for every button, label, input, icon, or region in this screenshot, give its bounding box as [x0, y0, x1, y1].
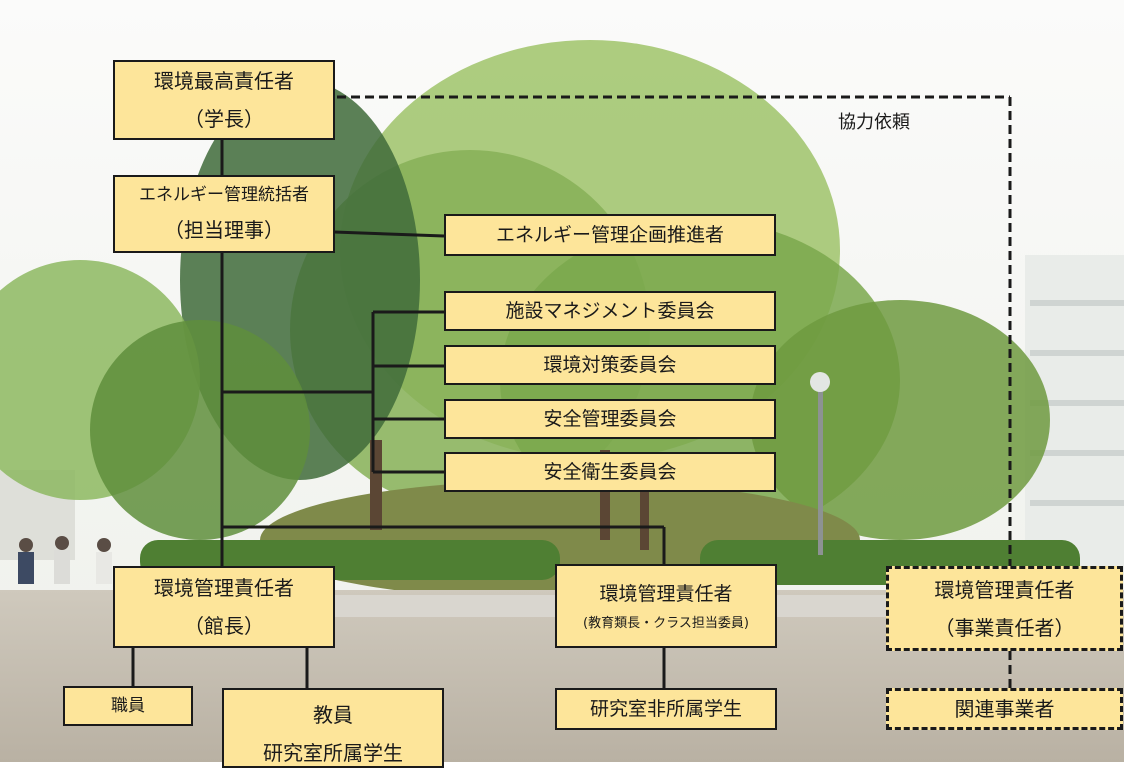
staff-box: 職員 [63, 686, 193, 726]
related-businesses-box: 関連事業者 [886, 688, 1123, 730]
env-manager-class-role: (教育類長・クラス担当委員) [583, 615, 749, 631]
cooperation-connectors [337, 95, 1012, 688]
env-manager-director-title: 環境管理責任者 [154, 576, 294, 600]
related-businesses-label: 関連事業者 [954, 697, 1055, 721]
energy-overseer-role: （担当理事） [164, 218, 284, 243]
committee-facility-management: 施設マネジメント委員会 [444, 291, 776, 331]
org-connectors [131, 140, 666, 688]
env-manager-business-role: （事業責任者） [934, 615, 1075, 640]
committee-label: 安全管理委員会 [543, 407, 677, 430]
top-executive-role: （学長） [184, 107, 264, 131]
top-executive-box: 環境最高責任者 （学長） [113, 60, 335, 140]
env-manager-class-box: 環境管理責任者 (教育類長・クラス担当委員) [555, 564, 777, 648]
committee-label: 安全衛生委員会 [543, 460, 677, 483]
committee-label: 環境対策委員会 [543, 353, 677, 376]
committee-label: 施設マネジメント委員会 [505, 299, 715, 322]
staff-label: 職員 [111, 695, 145, 716]
energy-overseer-box: エネルギー管理統括者 （担当理事） [113, 175, 335, 253]
faculty-box: 教員 研究室所属学生 [222, 688, 444, 768]
env-manager-director-box: 環境管理責任者 （館長） [113, 566, 335, 648]
unaffiliated-students-label: 研究室非所属学生 [589, 697, 742, 720]
committee-environment: 環境対策委員会 [444, 345, 776, 385]
committee-safety-management: 安全管理委員会 [444, 399, 776, 439]
unaffiliated-students-box: 研究室非所属学生 [555, 688, 777, 730]
env-manager-class-title: 環境管理責任者 [599, 582, 733, 605]
energy-promoter-label: エネルギー管理企画推進者 [495, 223, 724, 246]
cooperation-request-label: 協力依頼 [838, 112, 910, 133]
top-executive-title: 環境最高責任者 [154, 69, 294, 93]
env-manager-business-box: 環境管理責任者 （事業責任者） [886, 566, 1123, 651]
faculty-label: 教員 [313, 703, 353, 727]
energy-overseer-title: エネルギー管理統括者 [139, 184, 309, 205]
faculty-students-label: 研究室所属学生 [263, 741, 403, 765]
env-manager-business-title: 環境管理責任者 [934, 577, 1075, 602]
committee-health-safety: 安全衛生委員会 [444, 452, 776, 492]
env-manager-director-role: （館長） [184, 614, 264, 638]
energy-promoter-box: エネルギー管理企画推進者 [444, 214, 776, 256]
